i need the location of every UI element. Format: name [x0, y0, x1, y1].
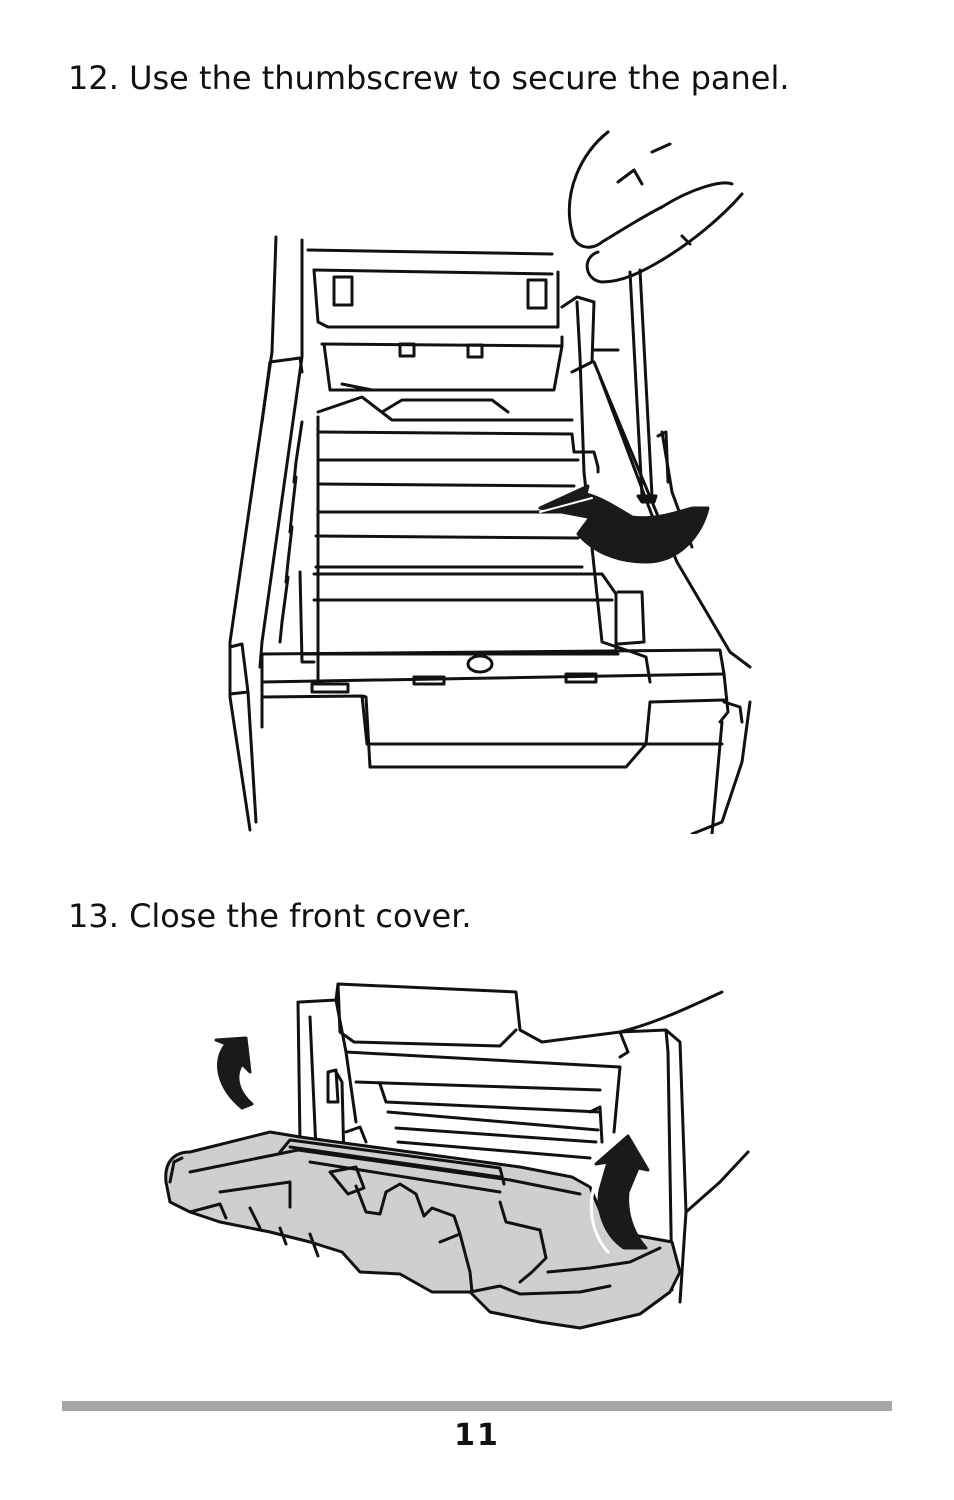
- thumbscrew-illustration: [222, 122, 754, 834]
- page-number: 11: [454, 1418, 500, 1453]
- lift-arrow-icon: [596, 1136, 648, 1248]
- step-12-instruction: 12. Use the thumbscrew to secure the pan…: [68, 59, 790, 97]
- lift-arrow-icon: [216, 1038, 252, 1108]
- footer-divider: [62, 1401, 892, 1411]
- step-13-instruction: 13. Close the front cover.: [68, 897, 472, 935]
- rotate-arrow-icon: [540, 486, 708, 562]
- printer-front-cover-illustration: [160, 972, 756, 1336]
